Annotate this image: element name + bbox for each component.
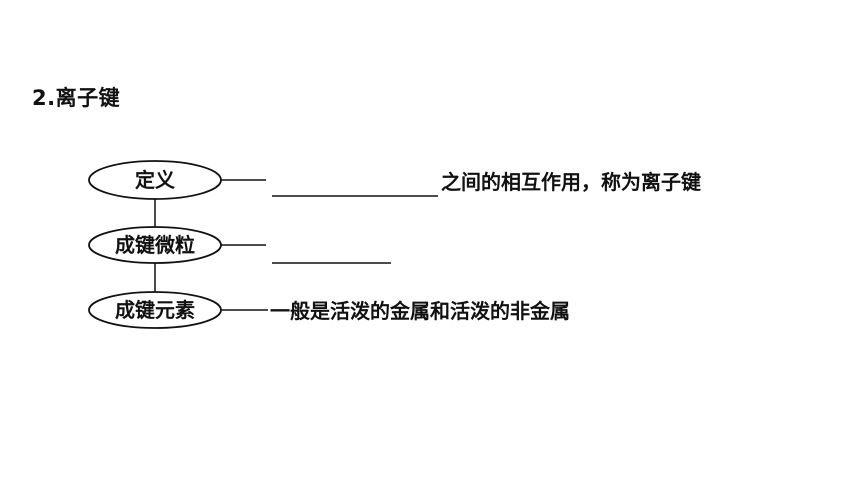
- section-heading: 2.离子键: [32, 86, 121, 110]
- node-bonding-elements-text: 一般是活泼的金属和活泼的非金属: [270, 299, 570, 323]
- node-bonding-particles-label: 成键微粒: [115, 233, 195, 257]
- node-definition-text: 之间的相互作用，称为离子键: [441, 170, 701, 194]
- node-bonding-elements-label: 成键元素: [115, 298, 195, 322]
- node-definition-label: 定义: [135, 168, 175, 192]
- node-bonding-elements: 成键元素 一般是活泼的金属和活泼的非金属: [88, 291, 570, 329]
- node-definition: 定义 之间的相互作用，称为离子键: [88, 160, 701, 200]
- node-bonding-particles: 成键微粒: [88, 226, 391, 264]
